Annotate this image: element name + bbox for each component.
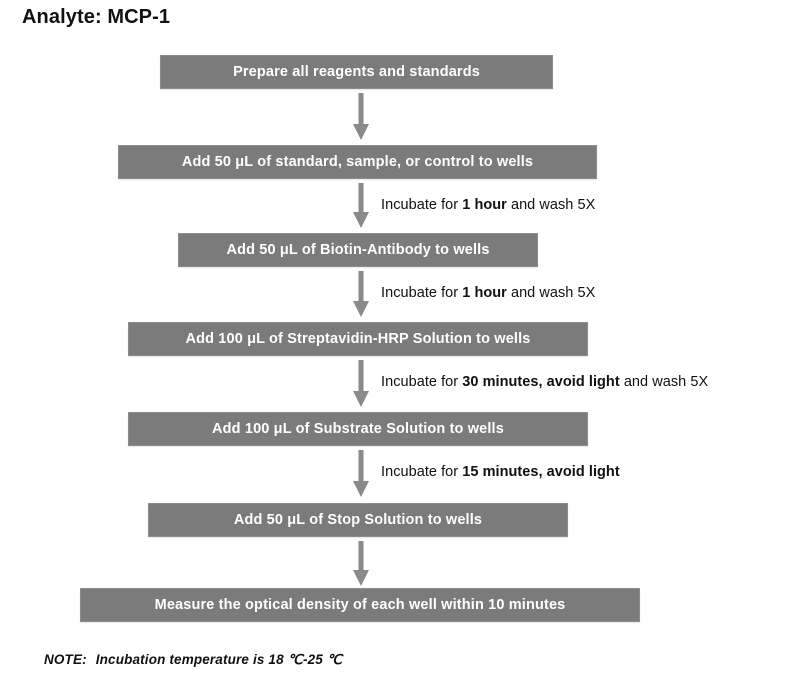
step-box-add-standard: Add 50 μL of standard, sample, or contro…	[118, 145, 597, 179]
edge-label-connector-4: Incubate for 30 minutes, avoid light and…	[381, 374, 708, 390]
step-label: Add 50 μL of Stop Solution to wells	[233, 512, 483, 528]
step-label: Prepare all reagents and standards	[233, 64, 480, 80]
arrow-connector-6	[350, 541, 372, 587]
edge-label-emphasis: 15 minutes, avoid light	[462, 464, 620, 480]
step-label: Add 50 μL of Biotin-Antibody to wells	[226, 242, 490, 258]
edge-label-prefix: Incubate for	[381, 464, 463, 480]
edge-label-emphasis: 1 hour	[462, 285, 507, 301]
step-box-add-biotin: Add 50 μL of Biotin-Antibody to wells	[178, 233, 538, 267]
edge-label-emphasis: 30 minutes, avoid light	[462, 374, 620, 390]
step-label: Add 100 μL of Streptavidin-HRP Solution …	[185, 331, 531, 347]
edge-label-prefix: Incubate for	[381, 374, 463, 390]
step-label: Measure the optical density of each well…	[154, 597, 566, 613]
step-box-prepare-reagents: Prepare all reagents and standards	[160, 55, 553, 89]
arrow-connector-5	[350, 450, 372, 498]
edge-label-suffix: and wash 5X	[506, 197, 596, 213]
edge-label-connector-5: Incubate for 15 minutes, avoid light	[381, 464, 620, 480]
note-text: Incubation temperature is 18 ℃-25 ℃	[95, 652, 343, 667]
page-title: Analyte: MCP-1	[22, 6, 171, 28]
step-box-add-substrate: Add 100 μL of Substrate Solution to well…	[128, 412, 588, 446]
arrow-connector-1	[350, 93, 372, 141]
step-box-add-stop: Add 50 μL of Stop Solution to wells	[148, 503, 568, 537]
step-label: Add 100 μL of Substrate Solution to well…	[212, 421, 504, 437]
edge-label-prefix: Incubate for	[381, 285, 463, 301]
down-arrow-icon	[353, 360, 369, 407]
arrow-connector-4	[350, 360, 372, 408]
step-label: Add 50 μL of standard, sample, or contro…	[181, 154, 534, 170]
down-arrow-icon	[353, 271, 369, 317]
edge-label-prefix: Incubate for	[381, 197, 463, 213]
note-label: NOTE:	[44, 652, 87, 667]
edge-label-connector-3: Incubate for 1 hour and wash 5X	[381, 285, 595, 301]
arrow-connector-2	[350, 183, 372, 229]
down-arrow-icon	[353, 183, 369, 228]
down-arrow-icon	[353, 450, 369, 497]
edge-label-suffix: and wash 5X	[619, 374, 709, 390]
step-box-measure-od: Measure the optical density of each well…	[80, 588, 640, 622]
down-arrow-icon	[353, 93, 369, 140]
note-footer: NOTE: Incubation temperature is 18 ℃-25 ℃	[44, 652, 342, 668]
down-arrow-icon	[353, 541, 369, 586]
edge-label-suffix: and wash 5X	[506, 285, 596, 301]
step-box-add-streptavidin: Add 100 μL of Streptavidin-HRP Solution …	[128, 322, 588, 356]
edge-label-connector-2: Incubate for 1 hour and wash 5X	[381, 197, 595, 213]
arrow-connector-3	[350, 271, 372, 318]
edge-label-emphasis: 1 hour	[462, 197, 507, 213]
